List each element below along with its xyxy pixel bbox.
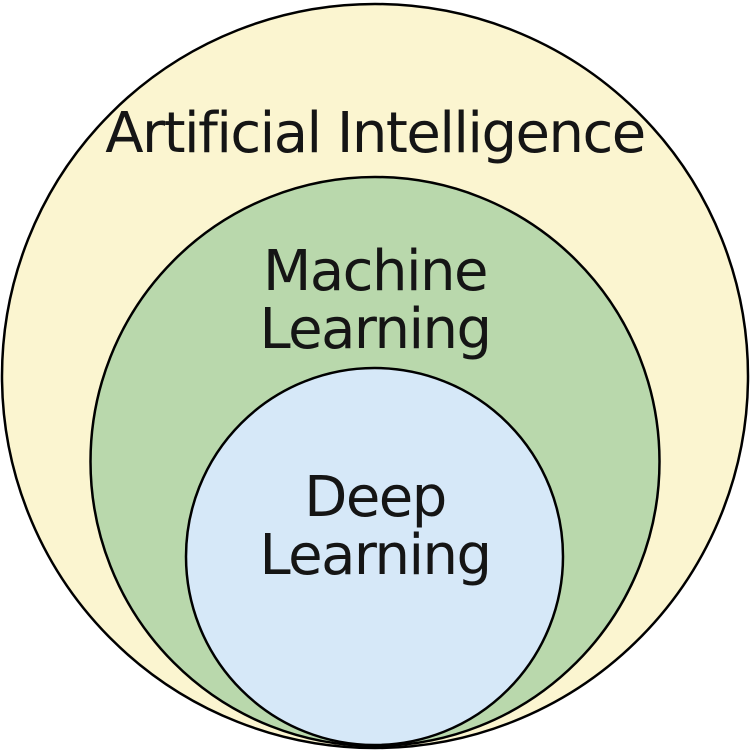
circle-deep-learning (184, 366, 565, 747)
